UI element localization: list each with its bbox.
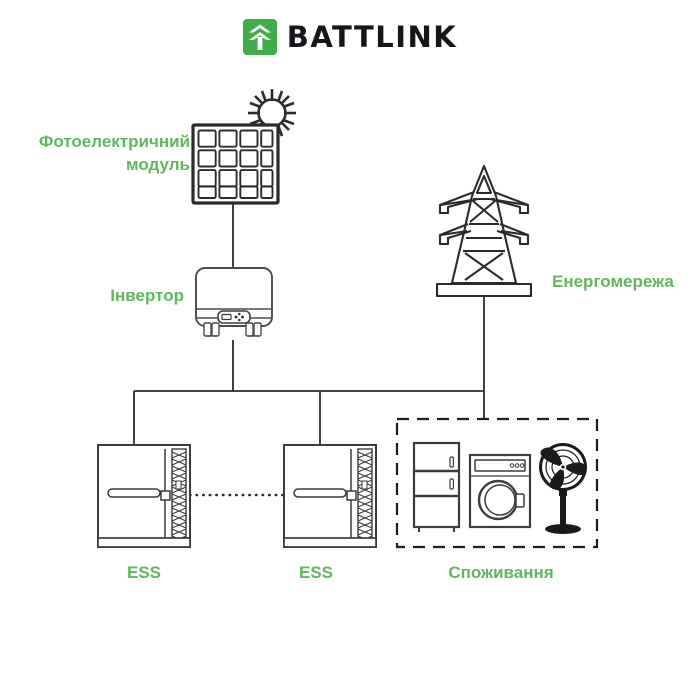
refrigerator-icon: [412, 441, 461, 532]
brand-name: BATTLINK: [286, 19, 458, 54]
battery-cabinet-icon: [97, 444, 191, 548]
power-transmission-tower-icon: [435, 164, 533, 298]
brand-header: BATTLINK: [0, 14, 700, 60]
connection-lines: [133, 203, 485, 445]
label-inverter: Інвертор: [110, 286, 184, 305]
label-ess-2: ESS: [298, 563, 334, 582]
label-photovoltaic-module: Фотоелектричний модуль: [38, 132, 190, 174]
battlink-leaf-mark-icon: [242, 19, 277, 55]
pedestal-fan-icon: [539, 443, 587, 534]
solar-panel-sun-icon: [191, 89, 296, 205]
battery-cabinet-icon: [283, 444, 377, 548]
home-appliances-icon: [395, 417, 599, 549]
label-ess-1: ESS: [126, 563, 162, 582]
label-power-grid: Енергомережа: [552, 272, 674, 291]
label-consumption: Споживання: [448, 563, 554, 582]
consumption-dashed-box: [395, 417, 599, 549]
washing-machine-icon: [468, 453, 532, 529]
inverter-icon: [195, 267, 273, 337]
